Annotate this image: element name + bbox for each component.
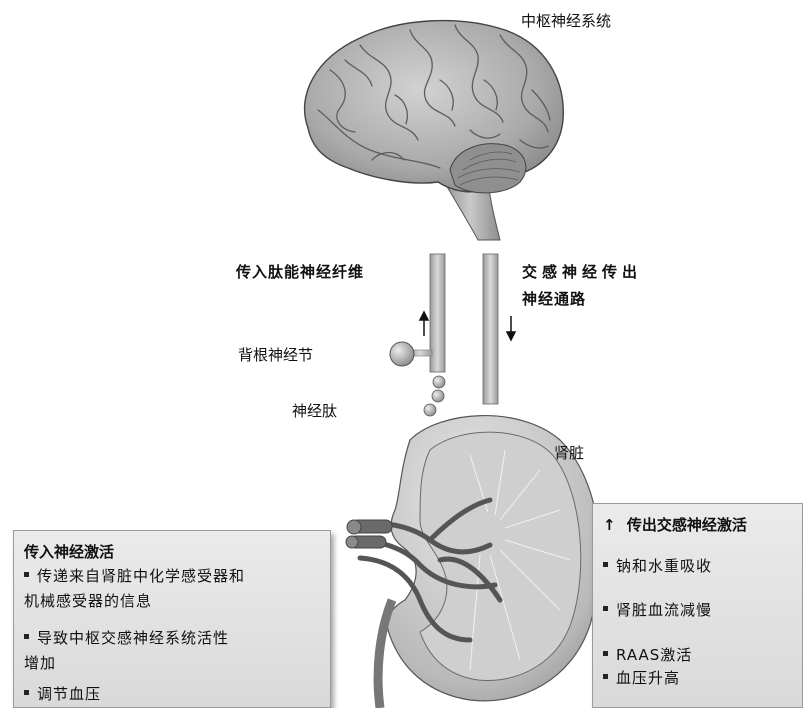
vesicle: [432, 390, 444, 402]
bullet-icon: [24, 572, 29, 577]
afferent-activation-box: 传入神经激活 传递来自肾脏中化学感受器和 机械感受器的信息 导致中枢交感神经系统…: [13, 530, 331, 708]
efferent-arrow-icon: [507, 316, 515, 340]
afferent-activation-title: 传入神经激活: [24, 541, 114, 562]
bullet-icon: [603, 651, 608, 656]
afferent-arrow-icon: [420, 312, 428, 336]
efferent-item-3: RAAS激活: [603, 643, 692, 668]
bullet-icon: [24, 634, 29, 639]
up-arrow-icon: ↑: [603, 516, 616, 534]
efferent-nerve: [483, 254, 498, 404]
bullet-icon: [603, 562, 608, 567]
neuropeptide-label: 神经肽: [292, 404, 337, 419]
cns-label: 中枢神经系统: [521, 14, 611, 29]
efferent-activation-box: ↑ 传出交感神经激活 钠和水重吸收 肾脏血流减慢 RAAS激活 血压升高: [592, 503, 803, 708]
efferent-item-4: 血压升高: [603, 666, 680, 691]
drg-label: 背根神经节: [238, 348, 313, 363]
efferent-item-1: 钠和水重吸收: [603, 554, 712, 579]
kidney-label: 肾脏: [554, 446, 584, 461]
vesicle: [433, 376, 445, 388]
afferent-fiber-label: 传入肽能神经纤维: [236, 265, 364, 280]
efferent-item-2: 肾脏血流减慢: [603, 598, 712, 623]
bullet-icon: [24, 690, 29, 695]
dorsal-root-ganglion: [390, 342, 414, 366]
bullet-icon: [603, 674, 608, 679]
afferent-item-1: 传递来自肾脏中化学感受器和 机械感受器的信息: [24, 564, 245, 614]
efferent-activation-title: ↑ 传出交感神经激活: [603, 514, 747, 535]
bullet-icon: [603, 606, 608, 611]
efferent-label-line1: 交感神经传出: [522, 265, 642, 280]
efferent-label-line2: 神经通路: [522, 292, 586, 307]
brain: [305, 21, 564, 193]
afferent-item-2: 导致中枢交感神经系统活性 增加: [24, 626, 229, 676]
afferent-item-3: 调节血压: [24, 682, 101, 707]
vesicle: [424, 404, 436, 416]
